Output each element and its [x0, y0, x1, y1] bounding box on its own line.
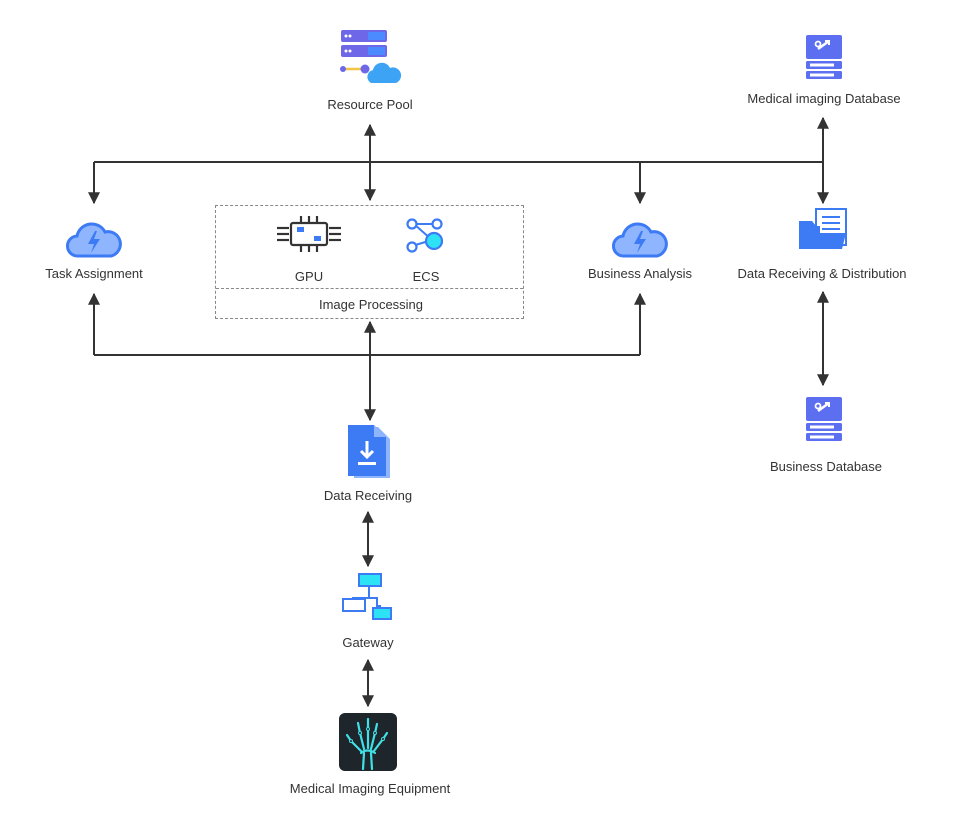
gpu-label: GPU: [294, 269, 324, 284]
file-download-icon: [348, 425, 390, 478]
group-divider: [216, 288, 523, 289]
resource-pool-node[interactable]: [335, 28, 405, 88]
cloud-lightning-icon: [66, 222, 122, 258]
task-assignment-node[interactable]: [66, 220, 122, 258]
image-processing-label: Image Processing: [318, 297, 424, 312]
chip-icon: [277, 216, 341, 252]
ecs-label: ECS: [412, 269, 440, 284]
database-icon: [806, 397, 842, 441]
medical-imaging-equipment-node[interactable]: [339, 713, 397, 771]
business-database-node[interactable]: [805, 395, 843, 443]
data-receiving-node[interactable]: [346, 424, 394, 480]
task-assignment-label: Task Assignment: [45, 266, 143, 281]
gateway-label: Gateway: [342, 635, 394, 650]
business-analysis-node[interactable]: [612, 220, 668, 258]
server-cloud-icon: [340, 30, 402, 83]
ecs-node[interactable]: [404, 216, 446, 256]
gpu-node[interactable]: [275, 215, 343, 253]
network-topology-icon: [342, 573, 392, 620]
nodes-icon: [406, 218, 444, 253]
medical-imaging-database-node[interactable]: [805, 33, 843, 81]
resource-pool-label: Resource Pool: [327, 97, 413, 112]
data-receiving-distribution-label: Data Receiving & Distribution: [737, 266, 907, 281]
database-icon: [806, 35, 842, 79]
folder-document-icon: [799, 208, 847, 249]
image-processing-group[interactable]: GPU ECS Image Processing: [215, 205, 524, 319]
gateway-node[interactable]: [341, 572, 395, 622]
business-database-label: Business Database: [769, 459, 883, 474]
data-receiving-label: Data Receiving: [323, 488, 413, 503]
business-analysis-label: Business Analysis: [587, 266, 693, 281]
data-receiving-distribution-node[interactable]: [798, 207, 850, 251]
medical-imaging-equipment-label: Medical Imaging Equipment: [289, 781, 451, 796]
xray-hand-icon: [339, 713, 397, 771]
medical-imaging-database-label: Medical imaging Database: [747, 91, 901, 106]
cloud-lightning-icon: [612, 222, 668, 258]
